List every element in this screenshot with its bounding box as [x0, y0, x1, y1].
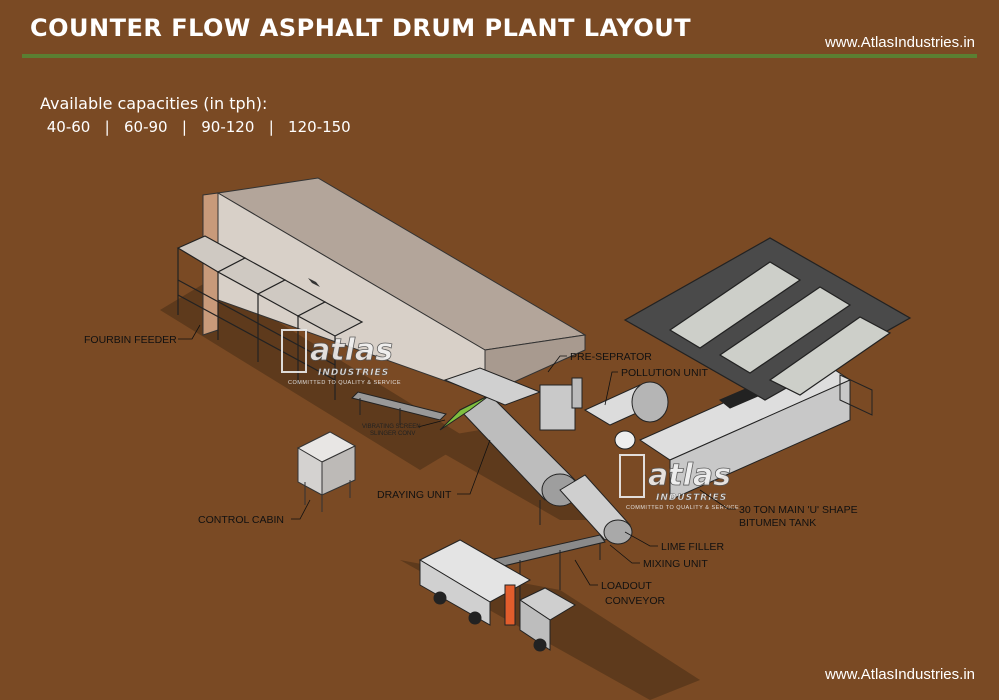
atlas-logo-watermark: atlas INDUSTRIES COMMITTED TO QUALITY & … — [281, 329, 401, 386]
mixing-drum — [539, 474, 633, 560]
label-vibrating-screen: VIBRATING SCREEN — [362, 424, 421, 430]
logo-tagline-2: COMMITTED TO QUALITY & SERVICE — [626, 505, 739, 511]
label-pollution-unit: POLLUTION UNIT — [621, 367, 709, 379]
capacities-heading: Available capacities (in tph): — [40, 94, 268, 113]
fourbin-feeder — [176, 235, 364, 400]
logo-subtitle: INDUSTRIES — [318, 368, 389, 378]
page-title: COUNTER FLOW ASPHALT DRUM PLANT LAYOUT — [30, 14, 692, 42]
logo-name-2: atlas — [648, 458, 731, 493]
label-fourbin-feeder: FOURBIN FEEDER — [84, 334, 177, 346]
feed-conveyor — [351, 391, 447, 425]
label-drying-unit: DRAYING UNIT — [377, 489, 452, 501]
dump-truck — [418, 539, 576, 652]
logo-name: atlas — [310, 333, 393, 368]
capacities-values: 40-60 | 60-90 | 90-120 | 120-150 — [42, 118, 351, 136]
label-conveyor: CONVEYOR — [605, 595, 666, 607]
atlas-logo-watermark-2: atlas INDUSTRIES COMMITTED TO QUALITY & … — [619, 454, 739, 511]
website-link-bottom[interactable]: www.AtlasIndustries.in — [824, 666, 975, 683]
control-cabin — [296, 431, 357, 512]
label-mixing-unit: MIXING UNIT — [643, 558, 708, 570]
website-link-top[interactable]: www.AtlasIndustries.in — [824, 34, 975, 51]
pollution-unit — [571, 377, 669, 450]
label-slinger-conveyor: SLINGER CONV — [370, 431, 415, 437]
aggregate-storage — [623, 237, 912, 401]
label-pre-separator: PRE-SEPRATOR — [570, 351, 652, 363]
label-bitumen-tank-1: 30 TON MAIN 'U' SHAPE — [739, 504, 858, 516]
label-loadout: LOADOUT — [601, 580, 652, 592]
label-bitumen-tank-2: BITUMEN TANK — [739, 517, 816, 529]
header-divider — [22, 54, 977, 58]
label-lime-filler: LIME FILLER — [661, 541, 724, 553]
logo-tagline: COMMITTED TO QUALITY & SERVICE — [288, 380, 401, 386]
logo-subtitle-2: INDUSTRIES — [656, 493, 727, 503]
leader-lines — [178, 324, 736, 586]
label-control-cabin: CONTROL CABIN — [198, 514, 284, 526]
